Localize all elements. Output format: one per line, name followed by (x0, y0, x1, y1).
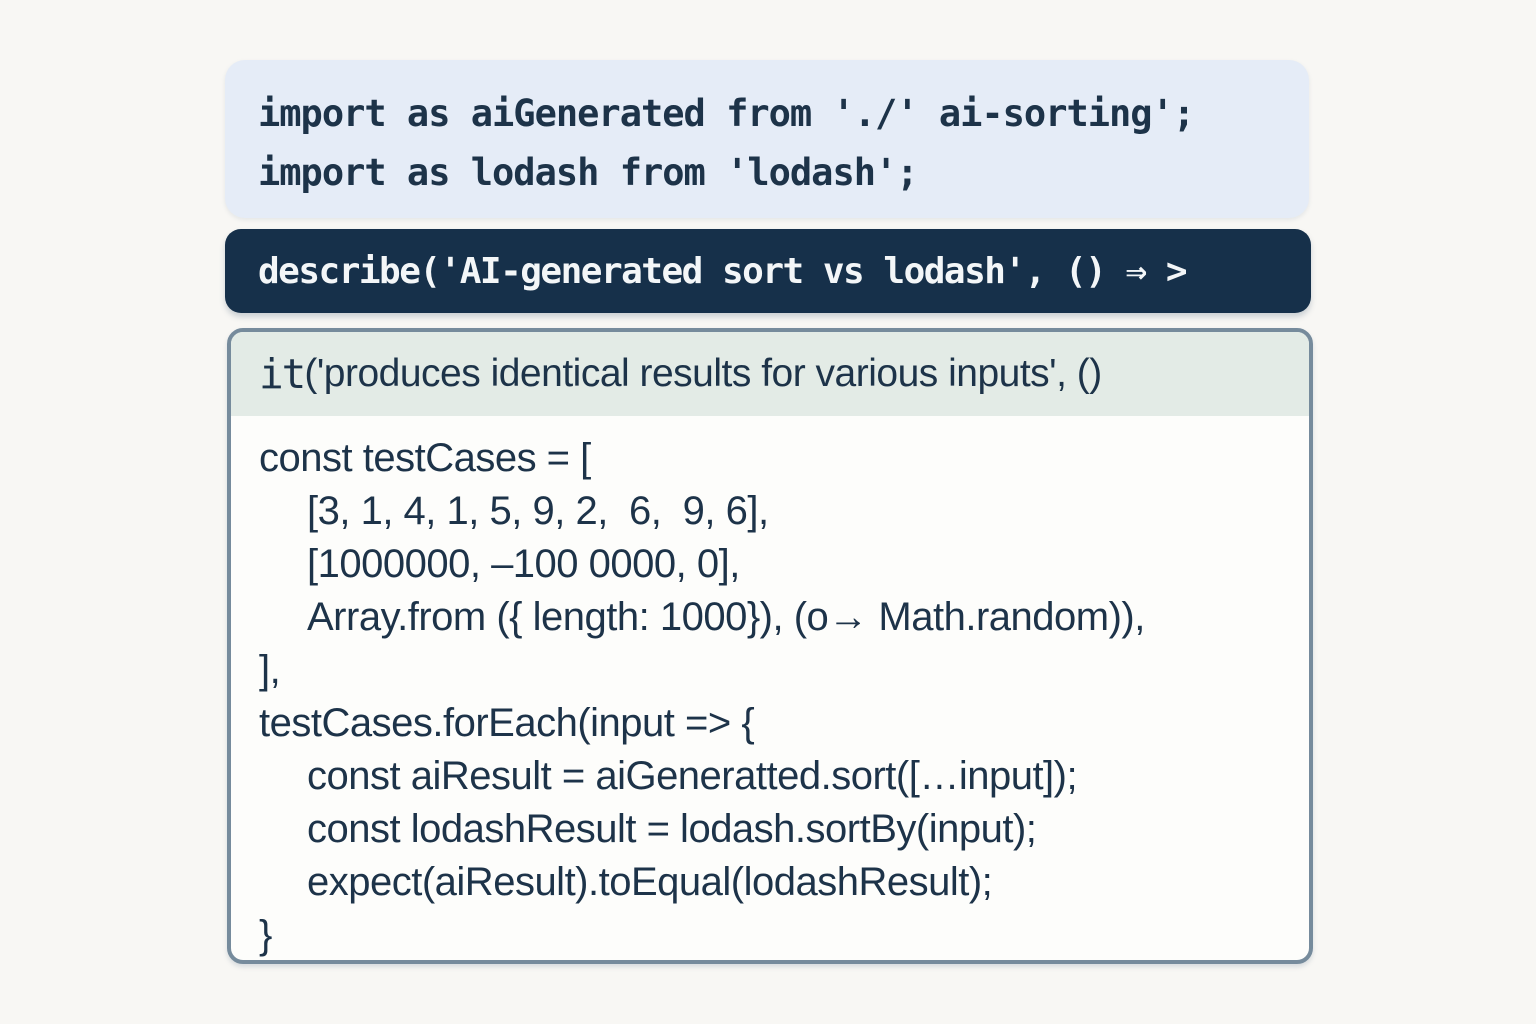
it-header-text: ('produces identical results for various… (304, 352, 1102, 395)
code-line: const lodashResult = lodash.sortBy(input… (307, 807, 1037, 851)
describe-code-block: describe('AI-generated sort vs lodash', … (225, 229, 1311, 313)
code-line: expect(aiResult).toEqual(lodashResult); (307, 860, 993, 904)
it-test-block: it('produces identical results for vario… (227, 328, 1313, 964)
code-line: const testCases = [ (259, 436, 591, 480)
it-test-body: const testCases = [ [3, 1, 4, 1, 5, 9, 2,… (231, 416, 1309, 960)
code-line: [3, 1, 4, 1, 5, 9, 2, 6, 9, 6], (307, 489, 769, 533)
code-line: } (259, 913, 272, 957)
code-line: [1000000, –100 0000, 0], (307, 542, 740, 586)
it-keyword: it (259, 350, 306, 398)
code-line: ], (259, 648, 281, 692)
describe-line: describe('AI-generated sort vs lodash', … (258, 250, 1188, 292)
imports-code-block: import as aiGenerated from './' ai-sorti… (225, 60, 1309, 218)
code-line: Array.from ({ length: 1000}), (o→ Math.r… (307, 595, 1145, 639)
import-line-lodash: import as lodash from 'lodash'; (258, 151, 919, 194)
code-line: testCases.forEach(input => { (259, 701, 755, 745)
it-test-header: it('produces identical results for vario… (231, 332, 1309, 416)
code-line: const aiResult = aiGeneratted.sort([…inp… (307, 754, 1078, 798)
import-line-ai-sorting: import as aiGenerated from './' ai-sorti… (258, 92, 1195, 135)
